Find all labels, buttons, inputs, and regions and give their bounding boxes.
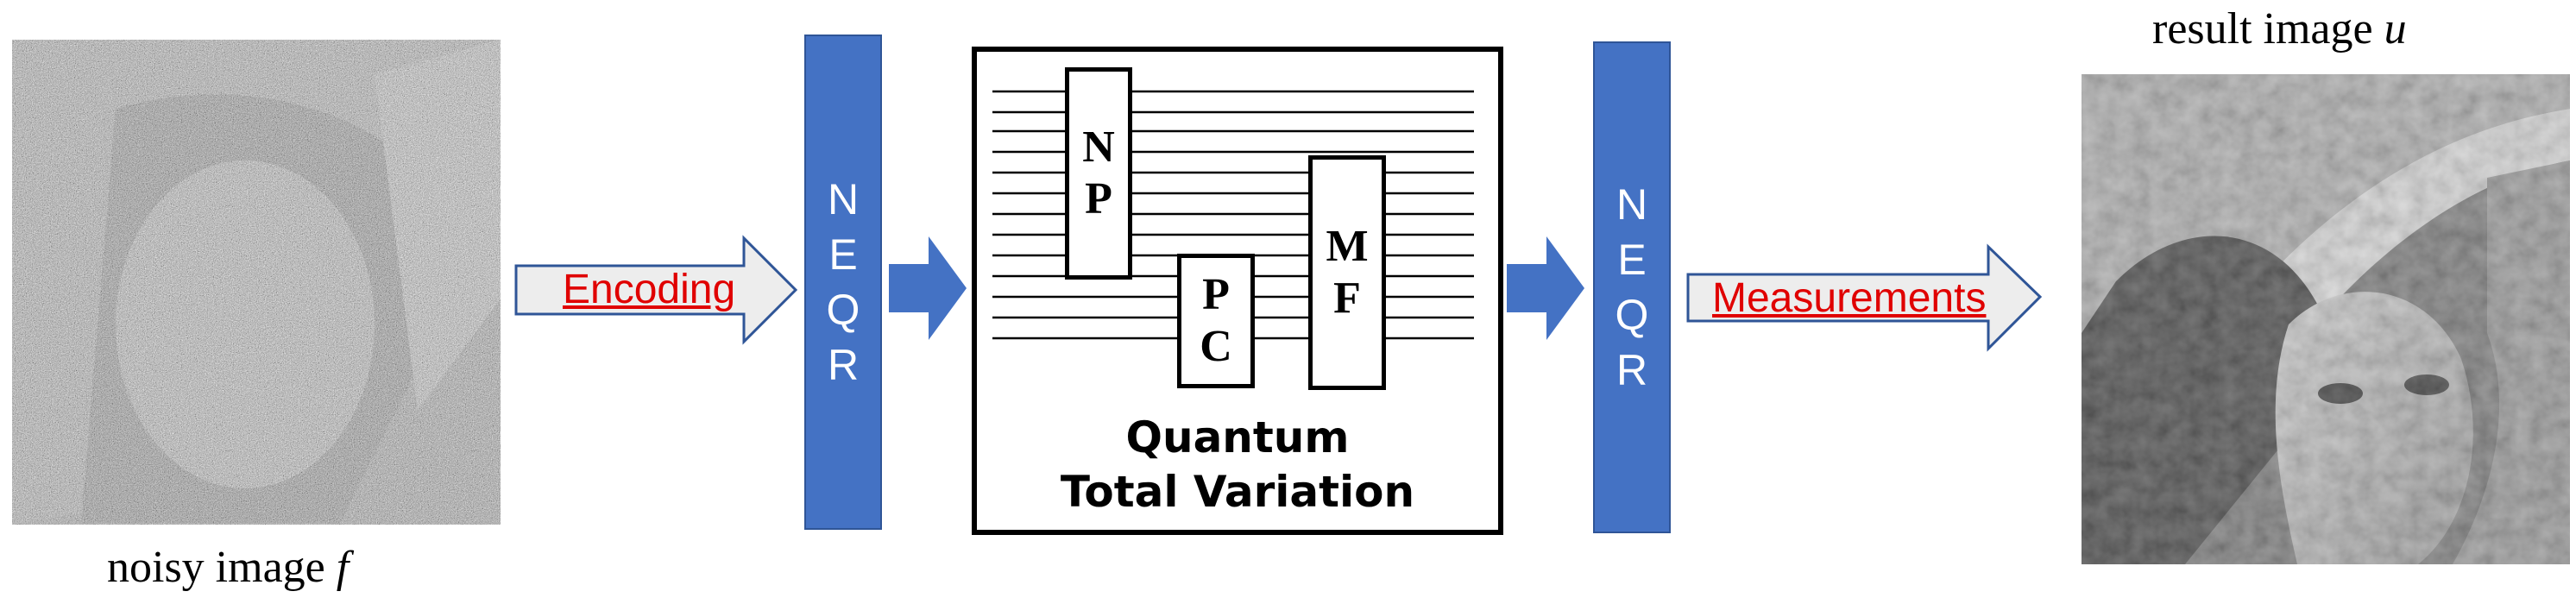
neqr-left-letter-e: E	[828, 230, 858, 279]
measurements-label: Measurements	[1712, 275, 1987, 321]
pc-gate-letter-p: P	[1202, 270, 1230, 320]
quantum-total-variation-block: N P P C M F Quantum Total Variation	[972, 47, 1503, 535]
neqr-encoder-bar: N E Q R	[804, 35, 882, 530]
result-image-caption-var: u	[2384, 4, 2407, 53]
noisy-image-caption-text: noisy image	[107, 543, 337, 592]
np-gate-letter-n: N	[1082, 123, 1115, 173]
mf-gate-letter-m: M	[1326, 222, 1369, 272]
neqr-right-letter-q: Q	[1615, 291, 1649, 339]
mf-gate: M F	[1308, 155, 1386, 390]
noisy-image-caption-var: f	[336, 543, 350, 592]
measurements-arrow	[1686, 243, 2043, 352]
neqr-right-letter-r: R	[1616, 346, 1648, 394]
noisy-image-caption: noisy image f	[107, 542, 349, 593]
neqr-right-letter-n: N	[1616, 180, 1648, 229]
neqr-decoder-bar: N E Q R	[1593, 41, 1671, 533]
pc-gate-letter-c: C	[1200, 322, 1232, 371]
noisy-image	[12, 40, 501, 525]
mf-gate-letter-f: F	[1333, 274, 1361, 323]
encoding-arrow	[514, 235, 798, 345]
qtv-title: Quantum Total Variation	[977, 411, 1498, 519]
arrow-from-qtv	[1507, 236, 1584, 340]
result-image	[2082, 74, 2570, 564]
result-image-caption-text: result image	[2152, 4, 2384, 53]
arrow-to-qtv	[889, 236, 967, 340]
qtv-title-line1: Quantum	[1125, 412, 1350, 462]
np-gate: N P	[1065, 67, 1132, 280]
neqr-left-letter-r: R	[827, 341, 860, 389]
np-gate-letter-p: P	[1085, 174, 1112, 223]
result-image-caption: result image u	[2152, 3, 2407, 54]
qtv-title-line2: Total Variation	[1060, 466, 1415, 517]
encoding-label: Encoding	[563, 267, 736, 312]
neqr-left-letter-n: N	[827, 175, 860, 223]
neqr-right-letter-e: E	[1617, 236, 1647, 284]
neqr-left-letter-q: Q	[826, 286, 860, 334]
pc-gate: P C	[1177, 254, 1255, 388]
